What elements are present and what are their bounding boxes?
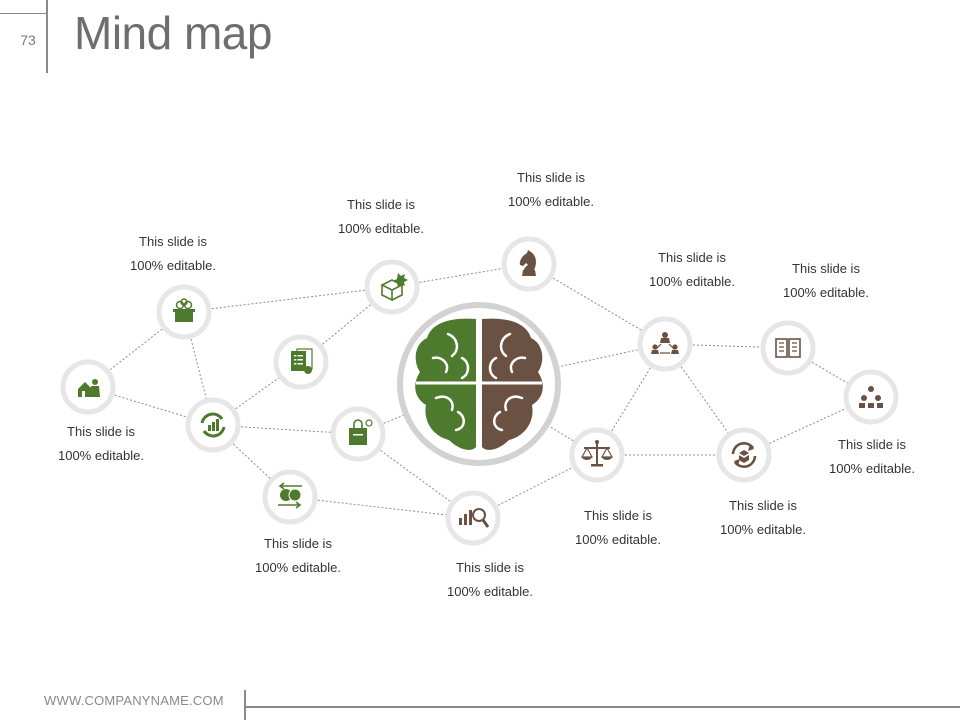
node-label-hierarchy: This slide is 100% editable.	[802, 433, 942, 481]
node-scale	[569, 427, 625, 483]
node-label-line-1: This slide is	[658, 250, 726, 265]
header-rule-vertical	[46, 0, 48, 73]
connector-idea-new-box	[183, 286, 393, 313]
center-node	[397, 302, 561, 466]
footer-rule-vertical	[244, 690, 246, 720]
node-label-line-1: This slide is	[517, 170, 585, 185]
node-cycle	[185, 397, 241, 453]
node-idea	[156, 284, 212, 340]
node-label-book: This slide is 100% editable.	[756, 257, 896, 305]
growth-cycle-icon	[200, 412, 226, 438]
node-document	[273, 334, 329, 390]
footer-rule-horizontal	[246, 706, 960, 708]
node-chess	[501, 236, 557, 292]
header-rule-horizontal	[0, 13, 46, 14]
node-home	[60, 359, 116, 415]
page-number: 73	[20, 32, 36, 48]
brain-icon	[415, 316, 543, 452]
node-label-line-1: This slide is	[792, 261, 860, 276]
node-label-line-1: This slide is	[139, 234, 207, 249]
connector-analysis-scale	[472, 454, 598, 519]
house-person-icon	[78, 379, 100, 397]
refresh-arrows-icon	[731, 442, 757, 468]
node-label-line-1: This slide is	[347, 197, 415, 212]
node-label-line-2: 100% editable.	[648, 274, 735, 289]
node-refresh	[716, 427, 772, 483]
node-label-home: This slide is 100% editable.	[31, 420, 171, 468]
node-shopping	[330, 406, 386, 462]
node-new-box	[364, 259, 420, 315]
footer-website: WWW.COMPANYNAME.COM	[44, 693, 224, 708]
node-label-analysis: This slide is 100% editable.	[420, 556, 560, 604]
node-label-line-1: This slide is	[264, 536, 332, 551]
node-label-line-1: This slide is	[584, 508, 652, 523]
shopping-bag-icon	[349, 419, 373, 445]
open-book-icon	[775, 338, 801, 358]
node-analysis	[445, 490, 501, 546]
node-label-line-1: This slide is	[729, 498, 797, 513]
node-label-team: This slide is 100% editable.	[622, 246, 762, 294]
node-label-line-2: 100% editable.	[719, 522, 806, 537]
team-network-icon	[651, 332, 679, 354]
node-hierarchy	[843, 369, 899, 425]
node-label-line-2: 100% editable.	[254, 560, 341, 575]
node-label-refresh: This slide is 100% editable.	[693, 494, 833, 542]
chess-knight-icon	[519, 250, 536, 276]
node-label-line-2: 100% editable.	[57, 448, 144, 463]
node-book	[760, 320, 816, 376]
hierarchy-icon	[859, 386, 883, 408]
currency-exchange-icon	[278, 482, 302, 509]
node-label-line-2: 100% editable.	[828, 461, 915, 476]
node-label-scale: This slide is 100% editable.	[548, 504, 688, 552]
node-label-line-2: 100% editable.	[129, 258, 216, 273]
node-label-money: This slide is 100% editable.	[228, 532, 368, 580]
node-label-line-1: This slide is	[838, 437, 906, 452]
connector-new-box-chess	[391, 263, 530, 288]
lightbulb-box-icon	[173, 298, 195, 322]
node-money	[262, 469, 318, 525]
node-label-line-2: 100% editable.	[782, 285, 869, 300]
outer-nodes	[60, 236, 899, 546]
chart-magnifier-icon	[459, 508, 490, 528]
balance-scale-icon	[580, 440, 614, 467]
node-label-chess: This slide is 100% editable.	[481, 166, 621, 214]
node-label-line-1: This slide is	[67, 424, 135, 439]
node-label-idea: This slide is 100% editable.	[103, 230, 243, 278]
connector-money-analysis	[289, 496, 474, 519]
node-label-line-2: 100% editable.	[507, 194, 594, 209]
slide-title: Mind map	[74, 7, 272, 59]
node-label-new-box: This slide is 100% editable.	[311, 193, 451, 241]
node-label-line-1: This slide is	[456, 560, 524, 575]
node-label-line-2: 100% editable.	[337, 221, 424, 236]
new-box-icon	[380, 273, 408, 302]
document-touch-icon	[291, 348, 313, 374]
node-label-line-2: 100% editable.	[446, 584, 533, 599]
node-team	[637, 316, 693, 372]
node-label-line-2: 100% editable.	[574, 532, 661, 547]
